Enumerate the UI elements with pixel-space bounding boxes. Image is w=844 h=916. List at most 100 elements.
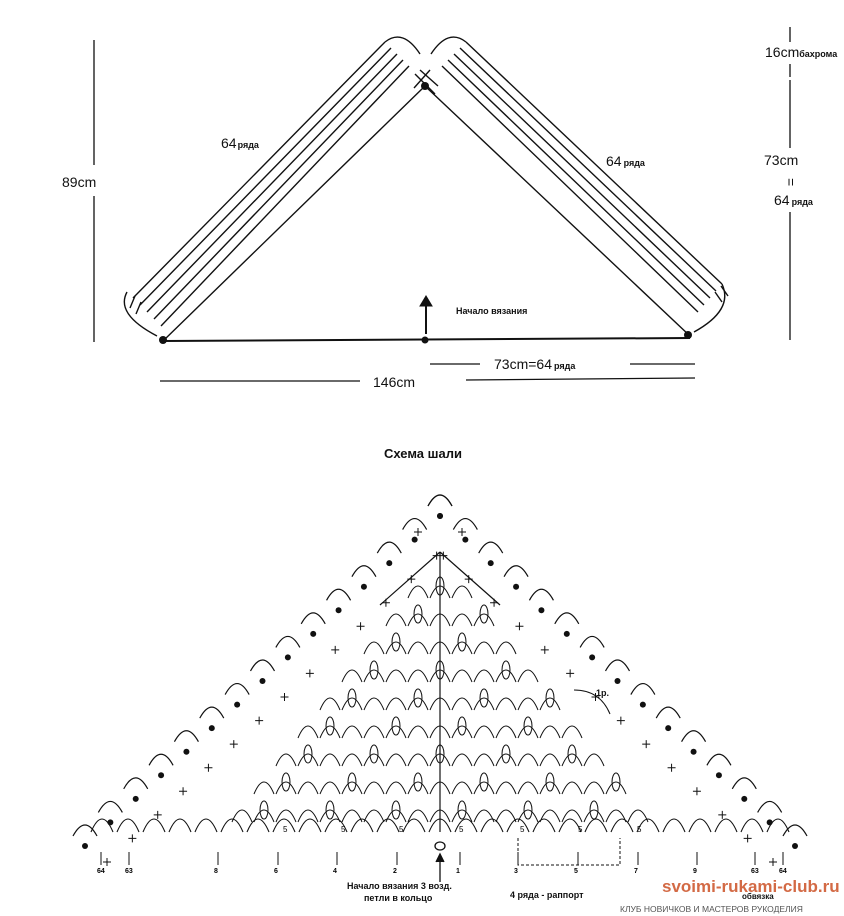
edge-scallop [655, 706, 681, 719]
corner-knots [159, 82, 692, 344]
edge-sc-stitch [743, 834, 752, 843]
chain-arch [341, 669, 363, 683]
chain-arch [539, 697, 561, 711]
edge-sc-stitch [769, 858, 777, 866]
petal-stitch [523, 800, 533, 820]
chain-arch [473, 781, 495, 795]
row-number: 64 [97, 852, 105, 875]
repeat-count: 5 [520, 825, 525, 834]
petal-stitch [413, 688, 423, 708]
chain-arch [319, 809, 341, 823]
petal-stitch [391, 800, 401, 820]
chain-arch [517, 669, 539, 683]
chain-arch [275, 809, 297, 823]
petal-stitch [347, 688, 357, 708]
shell-arch [740, 818, 764, 833]
chain-arch [407, 697, 429, 711]
shell-arch [688, 818, 712, 833]
edge-scallop [528, 588, 554, 601]
chain-arch [385, 669, 407, 683]
edge-sc-stitch [642, 740, 651, 749]
edge-dot-stitch [335, 607, 342, 614]
start-label: Начало вязания [456, 306, 527, 316]
edge-sc-stitch [540, 645, 549, 654]
chain-arch [319, 781, 341, 795]
chain-arch [385, 753, 407, 767]
chain-arch [495, 641, 517, 655]
edge-scallop [249, 659, 276, 672]
edge-scallop [351, 565, 377, 578]
chain-arch [297, 809, 319, 823]
chart-title: Схема шали [384, 446, 462, 461]
petal-stitch [325, 716, 335, 736]
row-number-label: 5 [574, 868, 578, 875]
edge-scallop [503, 565, 529, 578]
edge-scallop [376, 541, 402, 554]
repeat-bracket [517, 838, 621, 866]
edge-scallop [300, 612, 326, 625]
repeat-count: 5 [341, 825, 346, 834]
edge-scallop [72, 824, 98, 837]
row-number-label: 8 [214, 868, 218, 875]
edge-sc-stitch [515, 622, 524, 631]
edge-dot-stitch [158, 772, 165, 779]
height-label: 89cm [62, 174, 96, 190]
row-number: 63 [751, 852, 759, 875]
chain-arch [385, 725, 407, 739]
edge-dot-stitch [411, 536, 418, 543]
chain-arch [341, 809, 363, 823]
edge-sc-stitch [692, 787, 701, 796]
row-number: 63 [125, 852, 133, 875]
chain-arch [517, 725, 539, 739]
chain-arch [275, 753, 297, 767]
chain-arch [385, 697, 407, 711]
petal-stitch [259, 800, 269, 820]
chain-arch [517, 781, 539, 795]
watermark-tagline: КЛУБ НОВИЧКОВ И МАСТЕРОВ РУКОДЕЛИЯ [620, 904, 803, 914]
edge-scallop [731, 777, 757, 790]
edge-dot-stitch [437, 513, 443, 519]
chain-arch [319, 697, 341, 711]
chain-arch [473, 753, 495, 767]
petal-stitch [303, 744, 313, 764]
petal-stitch [567, 744, 577, 764]
petal-stitch [611, 772, 621, 792]
row-number: 4 [333, 852, 338, 875]
chain-arch [495, 753, 517, 767]
edge-dot-stitch [741, 795, 748, 802]
chain-arch [451, 753, 473, 767]
row-number: 1 [456, 852, 461, 875]
shell-arch [532, 818, 556, 833]
chain-arch [473, 669, 495, 683]
side-cm-label: 73cm [764, 152, 798, 168]
chain-arch [473, 641, 495, 655]
chain-arch [385, 781, 407, 795]
petal-stitch [457, 800, 467, 820]
shell-arch [272, 818, 296, 833]
chain-arch [231, 809, 253, 823]
edge-dot-stitch [563, 630, 570, 637]
edge-scallop [604, 659, 631, 672]
edge-sc-stitch [331, 645, 340, 654]
edge-scallop [275, 635, 301, 648]
chain-arch [495, 781, 517, 795]
shell-arch [194, 818, 218, 833]
petal-stitch [545, 688, 555, 708]
edge-sc-stitch [667, 763, 676, 772]
petal-stitch [391, 716, 401, 736]
start-note-line2: петли в кольцо [364, 893, 433, 903]
chain-arch [495, 809, 517, 823]
chain-arch [451, 781, 473, 795]
equals-sign: = [783, 178, 799, 186]
shell-arch [636, 818, 660, 833]
petal-stitch [479, 688, 489, 708]
chain-arch [341, 697, 363, 711]
row-number: 7 [634, 852, 639, 875]
chain-arch [517, 697, 539, 711]
edge-dot-stitch [665, 725, 672, 732]
chain-arch [451, 725, 473, 739]
shell-arch [142, 818, 166, 833]
